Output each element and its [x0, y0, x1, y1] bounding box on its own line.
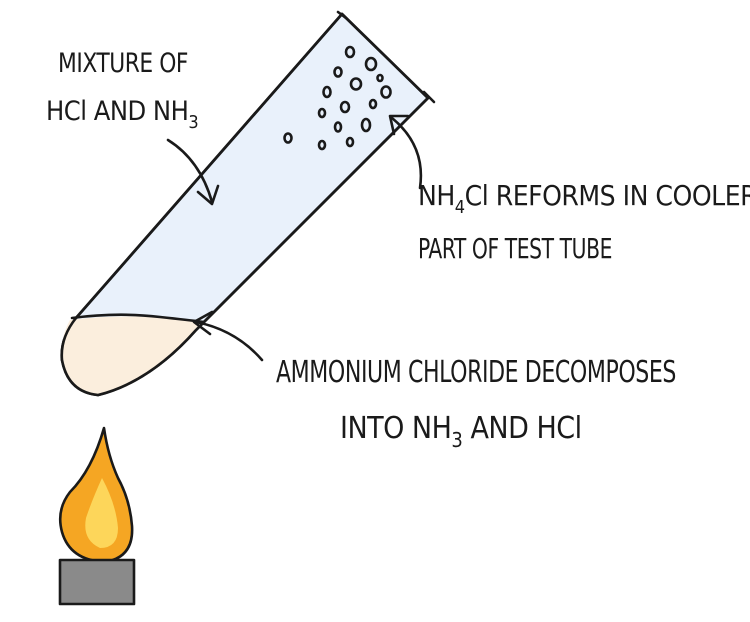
label-reform-line1: NH4Cl REFORMS IN COOLER: [418, 179, 750, 218]
label-decompose-line1: AMMONIUM CHLORIDE DECOMPOSES: [276, 355, 676, 390]
crystal-flake: [283, 132, 293, 144]
label-reform-line2: PART OF TEST TUBE: [418, 232, 612, 265]
bunsen-burner-icon: [58, 558, 136, 606]
crystal-flake: [317, 139, 327, 151]
crystal-flake: [344, 45, 356, 59]
label-decompose-line2: INTO NH3 AND HCl: [340, 411, 582, 452]
crystal-flake: [317, 107, 327, 119]
ammonium-chloride-solid: [61, 316, 202, 395]
flame-icon: [58, 426, 134, 564]
crystal-flakes: [283, 45, 392, 151]
crystal-flake: [368, 98, 378, 110]
label-mixture-line2: HCl AND NH3: [46, 96, 198, 133]
test-tube-icon: [60, 10, 436, 397]
arrow-reform: [388, 114, 423, 190]
crystal-flake: [333, 66, 343, 78]
crystal-flake: [380, 85, 392, 99]
label-mixture-line1: MIXTURE OF: [58, 48, 188, 79]
arrow-mixture: [166, 138, 220, 206]
crystal-flake: [345, 136, 355, 148]
crystal-flake: [364, 56, 378, 72]
crystal-flake: [349, 77, 363, 91]
crystal-flake: [339, 100, 351, 114]
arrow-decompose: [192, 310, 264, 362]
crystal-flake: [360, 117, 372, 133]
crystal-flake: [322, 85, 332, 99]
crystal-flake: [376, 73, 384, 83]
crystal-flake: [333, 121, 343, 133]
